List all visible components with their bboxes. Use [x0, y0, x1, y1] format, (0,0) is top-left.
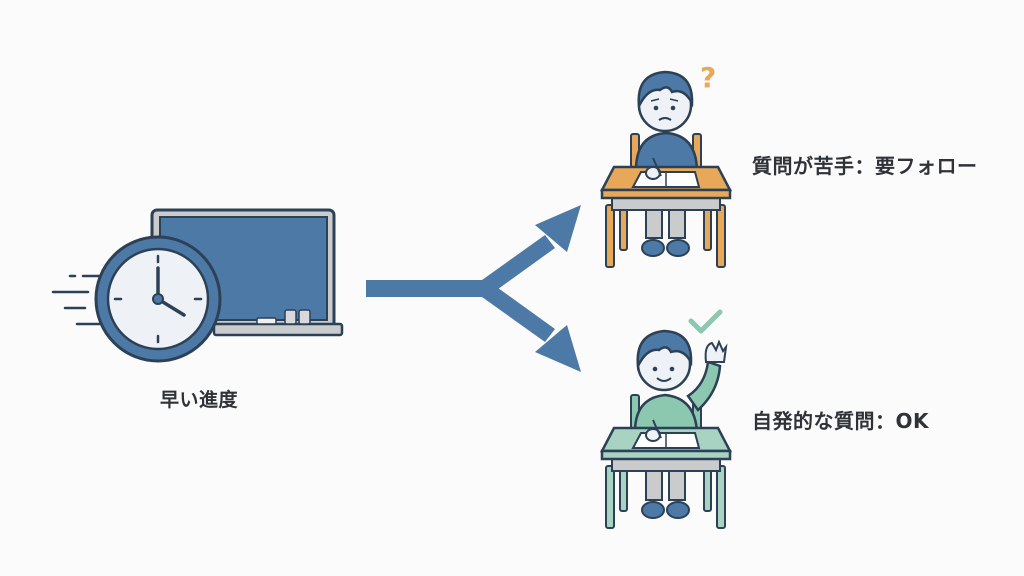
checkmark-icon [688, 309, 723, 334]
student-happy [599, 329, 733, 529]
needs-follow-up-label: 質問が苦手：要フォロー [752, 154, 978, 178]
spontaneous-question-ok-label: 自発的な質問：OK [752, 409, 929, 433]
clock-icon [94, 235, 222, 363]
student-worried [599, 70, 733, 268]
split-arrow [366, 205, 581, 372]
arrow-head-up [535, 205, 581, 252]
fast-pace-label: 早い進度 [160, 389, 239, 411]
arrow-head-down [535, 325, 581, 372]
question-mark-icon: ? [700, 61, 716, 94]
